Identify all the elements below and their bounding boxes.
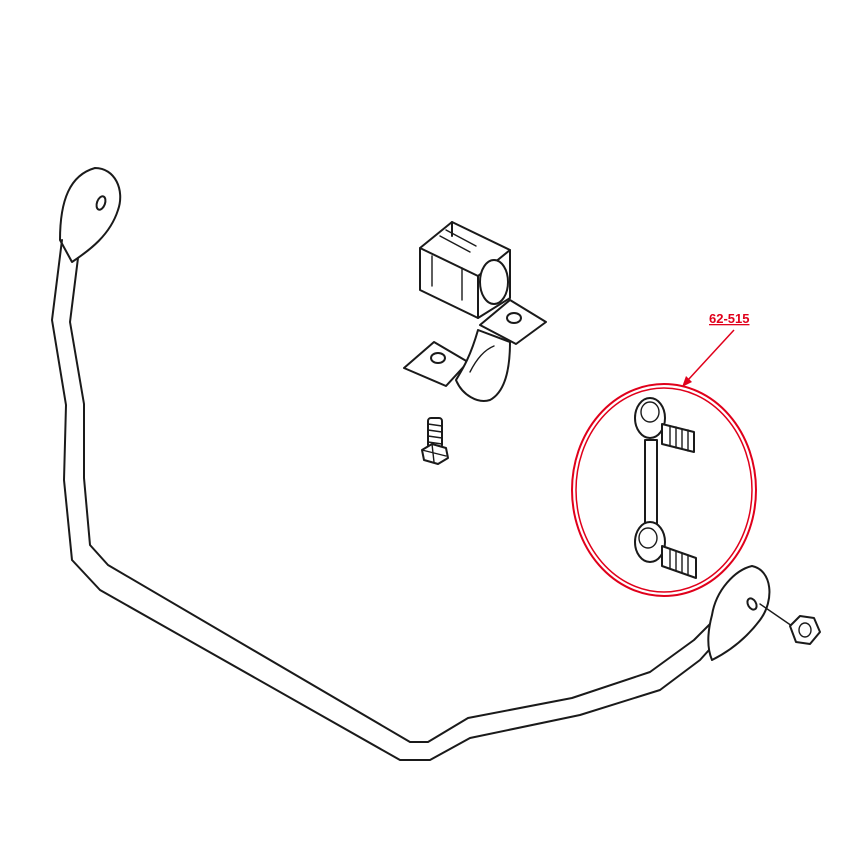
callout-circle-outer <box>571 383 757 597</box>
bushing-bracket <box>403 221 547 402</box>
stabilizer-bar <box>51 167 771 761</box>
callout-leader-line <box>687 329 735 381</box>
stabilizer-link <box>634 397 697 579</box>
nut <box>759 603 821 645</box>
part-callout: 62-515 <box>571 311 757 597</box>
part-number-label[interactable]: 62-515 <box>709 311 749 326</box>
callout-circle-inner <box>575 387 753 593</box>
callout-arrowhead <box>682 376 692 387</box>
bolt <box>421 417 449 465</box>
